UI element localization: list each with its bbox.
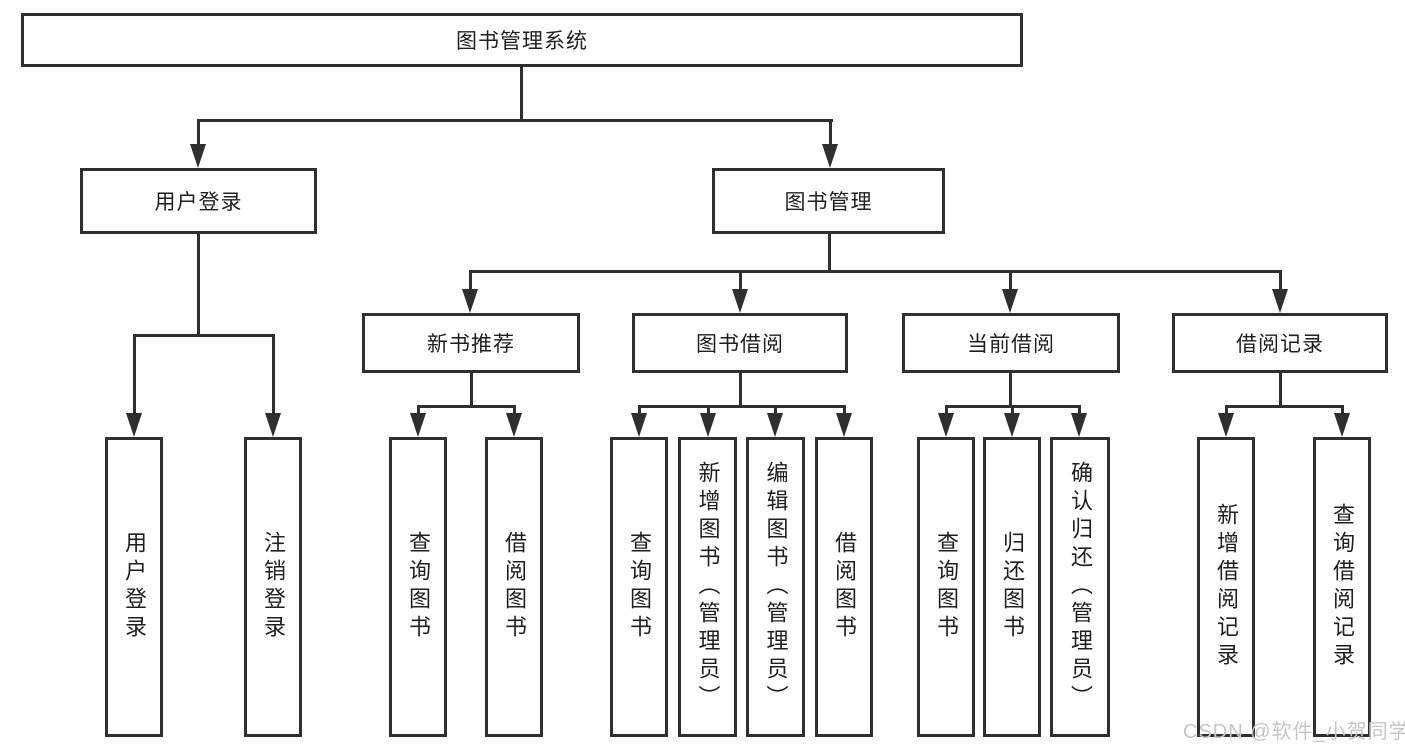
connector-login-stem: [197, 234, 200, 335]
node-newbook-query-books: 查询图书: [389, 437, 447, 737]
connector-bookborrow-bar: [638, 405, 845, 408]
connector-login-bar: [133, 334, 275, 337]
node-new-book-rec: 新书推荐: [362, 313, 580, 373]
node-current-borrow: 当前借阅: [902, 313, 1120, 373]
node-currentborrow-return-books: 归还图书: [983, 437, 1041, 737]
arrowhead-currentborrow-3: [1071, 413, 1087, 437]
connector-drop-newbook-1: [417, 405, 420, 415]
arrowhead-user-login: [126, 413, 142, 437]
connector-currentborrow-stem: [1009, 373, 1012, 408]
arrowhead-borrowrecord-1: [1218, 413, 1234, 437]
node-logout: 注销登录: [244, 437, 302, 737]
arrowhead-borrow-record: [1272, 289, 1288, 313]
arrowhead-login-group: [190, 144, 206, 168]
connector-drop-currentborrow-2: [1011, 405, 1014, 415]
arrowhead-logout: [265, 413, 281, 437]
connector-bookborrow-stem: [739, 373, 742, 408]
connector-drop-currentborrow-1: [945, 405, 948, 415]
arrowhead-mgmt-group: [822, 144, 838, 168]
connector-drop-logout: [272, 334, 275, 415]
connector-drop-bookborrow-4: [843, 405, 846, 415]
node-login-group: 用户登录: [80, 168, 317, 234]
arrowhead-newbook-2: [506, 413, 522, 437]
node-bookborrow-edit-books-admin: 编辑图书（管理员）: [746, 437, 805, 737]
connector-drop-login-group: [197, 119, 200, 146]
connector-drop-borrowrecord-2: [1341, 405, 1344, 415]
arrowhead-borrowrecord-2: [1334, 413, 1350, 437]
node-add-borrow-record: 新增借阅记录: [1197, 437, 1255, 737]
node-newbook-borrow-books: 借阅图书: [485, 437, 543, 737]
connector-mgmt-stem: [828, 232, 831, 273]
arrowhead-bookborrow-2: [700, 413, 716, 437]
node-mgmt-group: 图书管理: [712, 168, 945, 234]
connector-drop-user-login: [133, 334, 136, 415]
arrowhead-newbook-1: [410, 413, 426, 437]
connector-root-stem: [520, 67, 523, 120]
connector-drop-mgmt-group: [829, 119, 832, 146]
connector-mgmt-bar: [469, 270, 1282, 273]
connector-drop-borrowrecord-1: [1225, 405, 1228, 415]
connector-drop-new-book: [469, 270, 472, 291]
connector-newbook-bar: [417, 405, 516, 408]
connector-borrowrecord-stem: [1279, 373, 1282, 408]
connector-borrowrecord-bar: [1225, 405, 1343, 408]
node-bookborrow-query-books: 查询图书: [610, 437, 668, 737]
arrowhead-current-borrow: [1002, 289, 1018, 313]
node-bookborrow-borrow-books: 借阅图书: [815, 437, 873, 737]
node-user-login: 用户登录: [105, 437, 163, 737]
connector-drop-borrow-record: [1279, 270, 1282, 291]
arrowhead-currentborrow-1: [938, 413, 954, 437]
node-book-borrow: 图书借阅: [632, 313, 848, 373]
node-query-borrow-record: 查询借阅记录: [1313, 437, 1371, 737]
arrowhead-bookborrow-4: [836, 413, 852, 437]
arrowhead-currentborrow-2: [1004, 413, 1020, 437]
node-currentborrow-confirm-return-admin: 确认归还（管理员）: [1050, 437, 1110, 737]
node-root: 图书管理系统: [21, 13, 1023, 67]
arrowhead-book-borrow: [732, 289, 748, 313]
arrowhead-bookborrow-3: [767, 413, 783, 437]
arrowhead-new-book: [462, 289, 478, 313]
node-currentborrow-query-books: 查询图书: [917, 437, 975, 737]
connector-drop-bookborrow-1: [638, 405, 641, 415]
connector-newbook-stem: [470, 373, 473, 408]
connector-root-bar: [197, 119, 833, 122]
connector-drop-currentborrow-3: [1078, 405, 1081, 415]
connector-drop-newbook-2: [513, 405, 516, 415]
node-borrow-record: 借阅记录: [1172, 313, 1388, 373]
connector-drop-bookborrow-2: [707, 405, 710, 415]
csdn-watermark: CSDN @软件_小贺同学: [1183, 721, 1405, 743]
connector-drop-bookborrow-3: [774, 405, 777, 415]
connector-drop-current-borrow: [1009, 270, 1012, 291]
node-bookborrow-add-books-admin: 新增图书（管理员）: [678, 437, 737, 737]
connector-drop-book-borrow: [739, 270, 742, 291]
arrowhead-bookborrow-1: [631, 413, 647, 437]
